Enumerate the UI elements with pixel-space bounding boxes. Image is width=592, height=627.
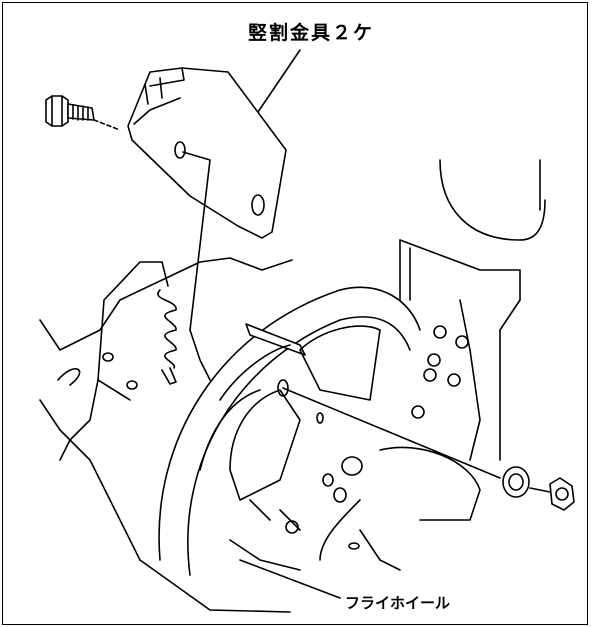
bracket-label: 竪割金具２ケ [248,22,375,44]
washer [502,466,530,498]
nut [529,477,575,511]
leader-lines [239,49,341,599]
flywheel-label: フライホイール [345,594,451,612]
bolt-heads [411,325,469,419]
bracket-hole-lower [251,194,265,216]
spring [97,261,177,401]
bracket-hole-upper [174,141,186,159]
engine-housing [39,257,293,613]
upper-casting [399,159,546,461]
bracket-leader-line [257,49,301,113]
flywheel [158,286,501,576]
bracket-plate [127,67,287,331]
flywheel-leader-line [239,559,341,599]
bolt [45,95,121,131]
